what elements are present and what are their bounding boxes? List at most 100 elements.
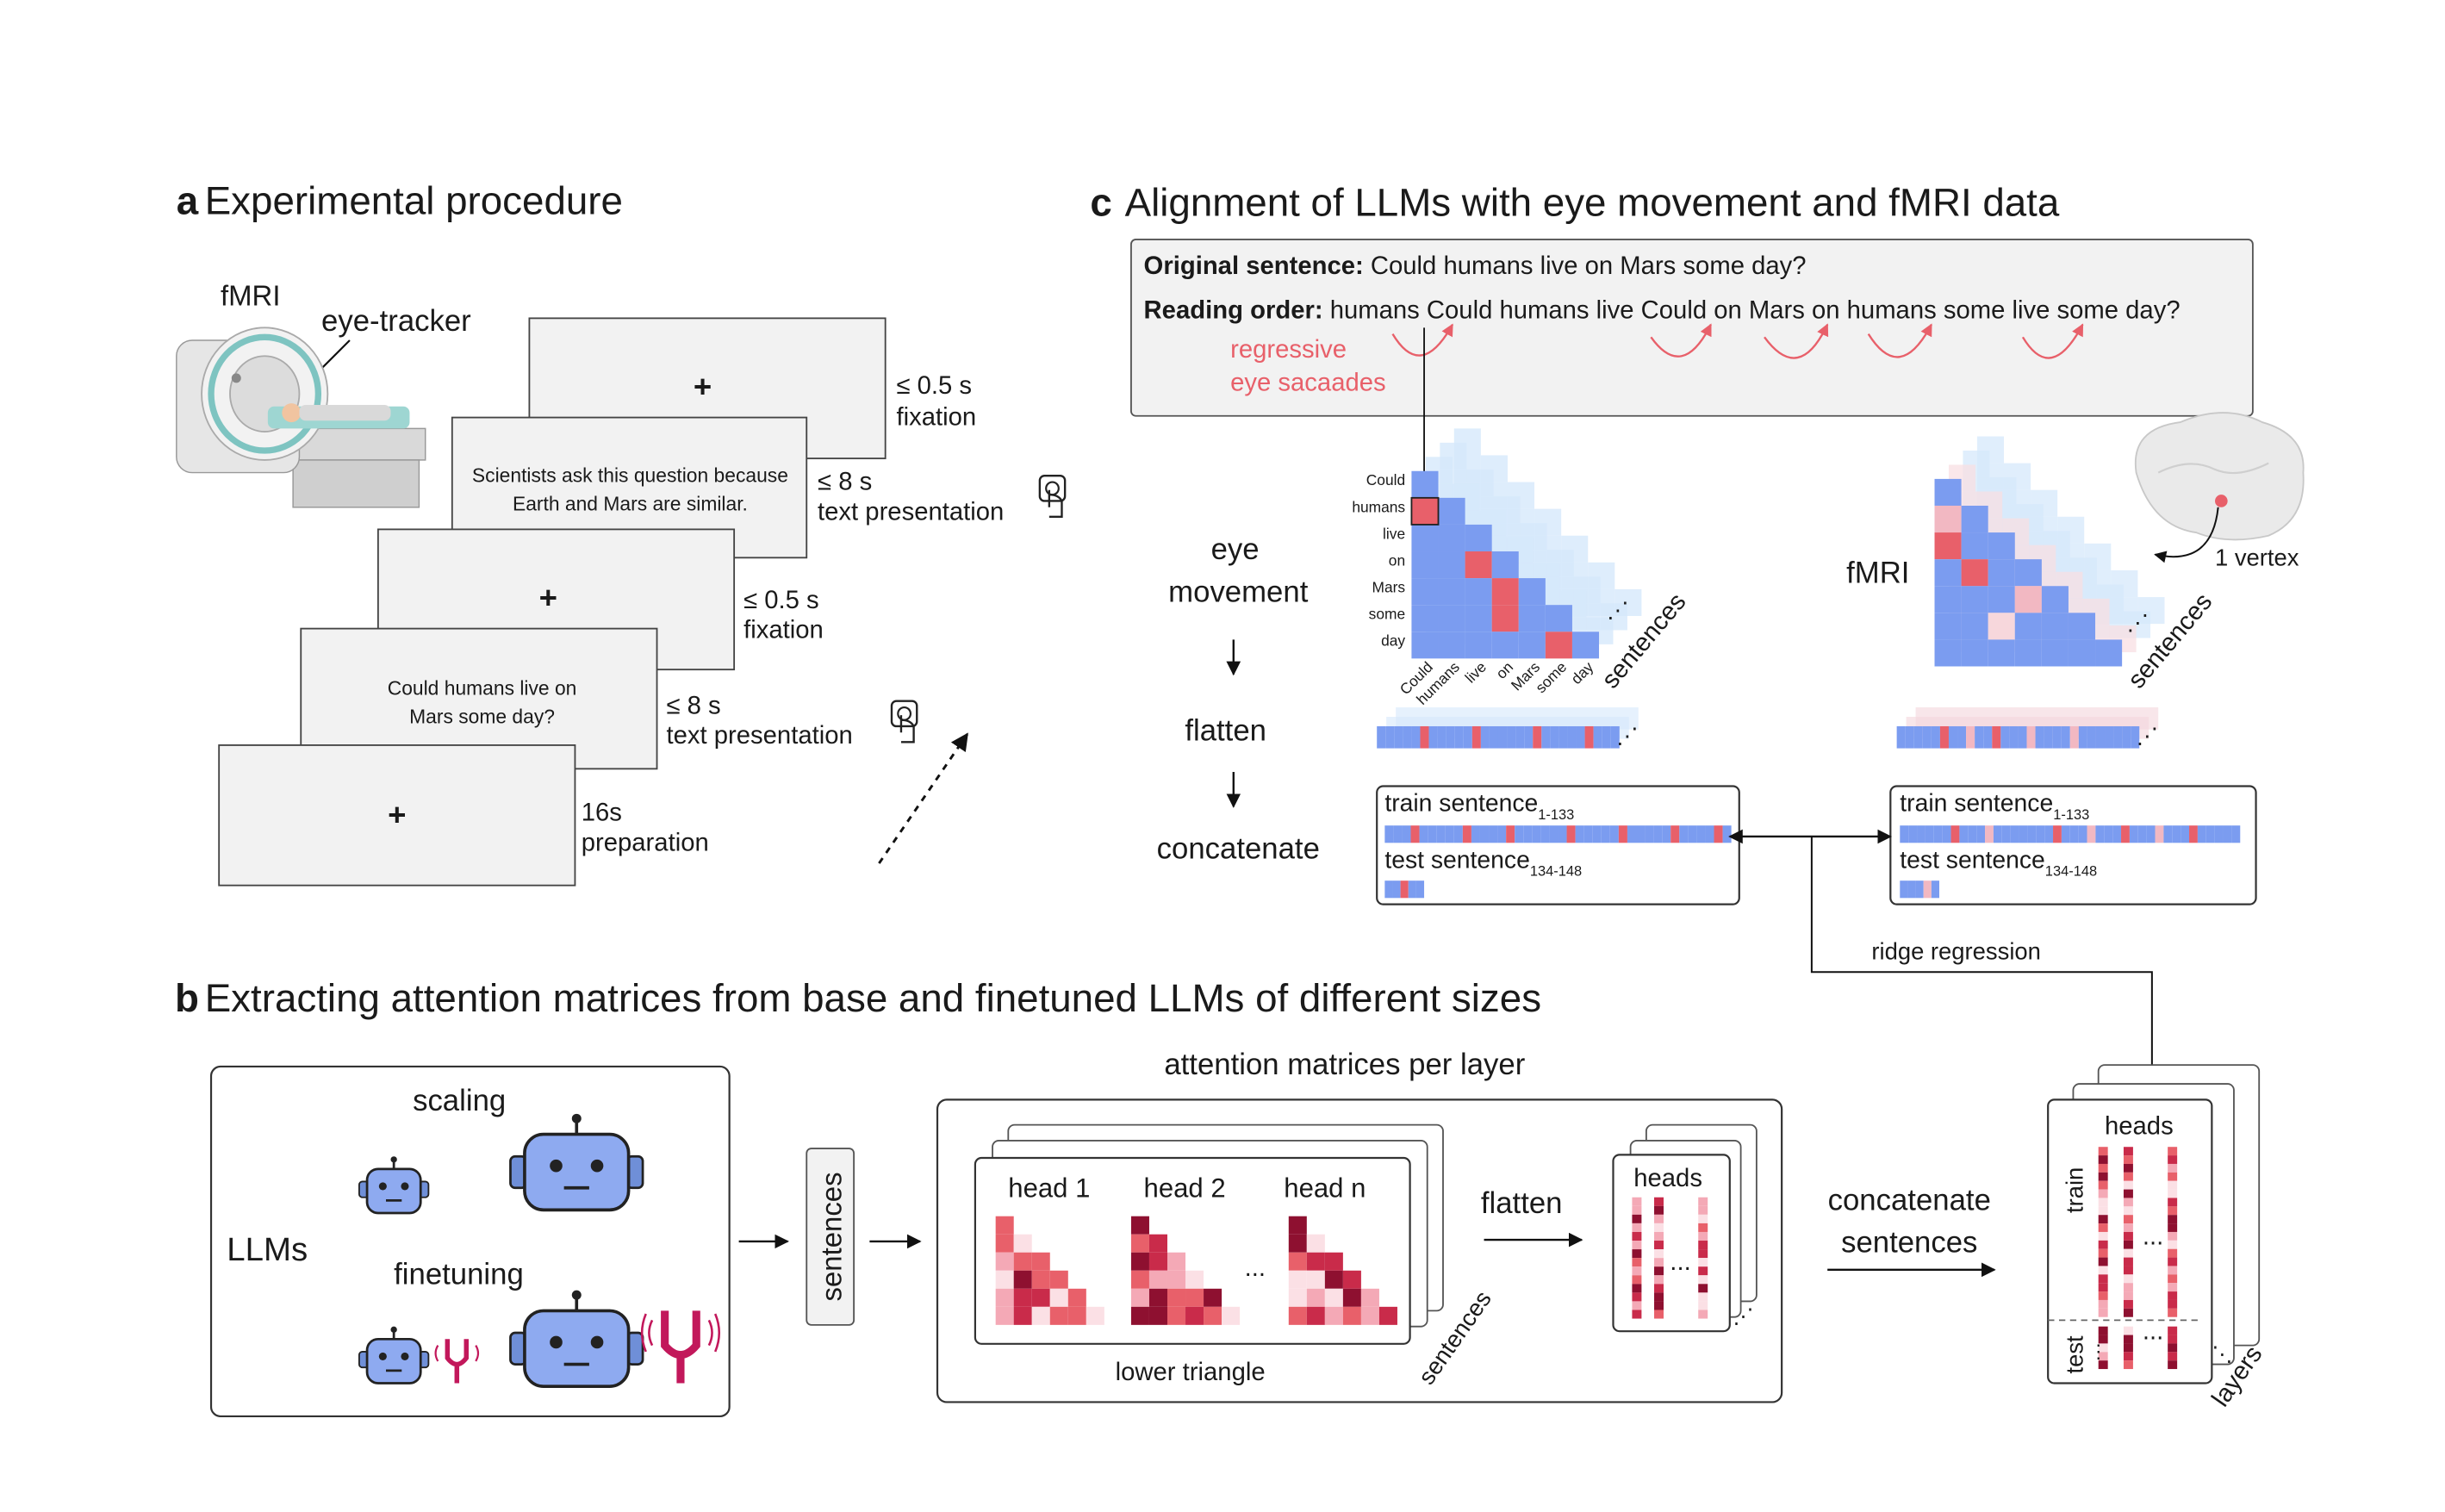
card-3-content: + bbox=[539, 580, 557, 615]
eye-test-bar bbox=[1384, 880, 1425, 899]
bar-cell bbox=[1392, 880, 1401, 899]
bar-cell bbox=[1917, 825, 1926, 843]
eye-flat-ellipsis: ⋰ bbox=[1616, 725, 1639, 749]
column-cell bbox=[2168, 1343, 2178, 1353]
regressive-line-2: eye sacaades bbox=[1230, 369, 1386, 396]
row-label-some: some bbox=[1369, 606, 1405, 623]
head-cell bbox=[1148, 1306, 1167, 1325]
vector-cell bbox=[1385, 725, 1395, 749]
column-cell bbox=[1698, 1231, 1708, 1241]
bar-cell bbox=[1445, 825, 1454, 843]
column-cell bbox=[2168, 1299, 2178, 1309]
fmri-label: fMRI bbox=[221, 280, 280, 312]
head-cell bbox=[1067, 1288, 1086, 1307]
bar-cell bbox=[2027, 825, 2037, 843]
head-cell bbox=[1049, 1270, 1068, 1289]
vector-cell bbox=[1497, 725, 1508, 749]
column-cell bbox=[2098, 1240, 2108, 1249]
matrix-cell bbox=[1465, 551, 1492, 579]
bar-cell bbox=[1931, 880, 1940, 899]
head-cell bbox=[1306, 1252, 1325, 1271]
ridge-label: ridge regression bbox=[1871, 938, 2041, 965]
vector-cell bbox=[1593, 725, 1602, 749]
column-cell bbox=[2123, 1266, 2133, 1275]
head-cell bbox=[1167, 1270, 1186, 1289]
ridge-connector bbox=[1728, 829, 2153, 1087]
matrix-cell bbox=[1411, 524, 1439, 552]
head-cell bbox=[1306, 1306, 1325, 1325]
column-cell bbox=[2123, 1155, 2133, 1164]
vector-cell bbox=[1931, 725, 1940, 749]
flatten-b-label: flatten bbox=[1481, 1187, 1563, 1220]
matrix-cell bbox=[1988, 559, 2015, 587]
column-cell bbox=[2098, 1335, 2108, 1344]
vector-cell bbox=[1403, 725, 1412, 749]
bar-cell bbox=[1415, 880, 1425, 899]
bar-cell bbox=[2214, 825, 2224, 843]
bar-cell bbox=[1653, 825, 1663, 843]
bar-cell bbox=[1976, 825, 1986, 843]
column-cell bbox=[2168, 1335, 2178, 1344]
concat-line-2: sentences bbox=[1841, 1227, 1977, 1260]
matrix-cell bbox=[1465, 524, 1492, 552]
column-cell bbox=[2098, 1155, 2108, 1164]
head-cell bbox=[1342, 1270, 1361, 1289]
bar-cell bbox=[2036, 825, 2045, 843]
head-cell bbox=[1013, 1270, 1032, 1289]
column-cell bbox=[2123, 1231, 2133, 1241]
matrix-cell bbox=[1961, 559, 1988, 587]
vector-cell bbox=[1507, 725, 1516, 749]
bar-cell bbox=[2205, 825, 2215, 843]
fmri-train-test-box: train sentence1-133 test sentence134-148 bbox=[1889, 785, 2257, 905]
fmri-attention-matrix bbox=[1934, 478, 2123, 667]
vector-cell bbox=[2087, 725, 2096, 749]
time-arrow bbox=[878, 732, 968, 864]
head-cell bbox=[1222, 1306, 1241, 1325]
column-cell bbox=[1654, 1258, 1664, 1267]
vector-cell bbox=[1610, 725, 1620, 749]
vector-cell bbox=[2113, 725, 2123, 749]
column-cell bbox=[2123, 1274, 2133, 1284]
column-cell bbox=[2168, 1223, 2178, 1232]
bar-cell bbox=[1583, 825, 1593, 843]
matrix-cell bbox=[2014, 639, 2042, 667]
heads-cols-ellipsis: ... bbox=[1670, 1248, 1690, 1276]
bar-cell bbox=[1393, 825, 1403, 843]
column-cell bbox=[2168, 1326, 2178, 1335]
vector-cell bbox=[2069, 725, 2079, 749]
eye-train-label: train sentence1-133 bbox=[1384, 790, 1574, 823]
head-cell bbox=[1167, 1252, 1186, 1271]
row-label-humans: humans bbox=[1352, 498, 1405, 515]
bar-cell bbox=[1479, 825, 1490, 843]
card-2-line-2: Earth and Mars are similar. bbox=[513, 492, 748, 514]
card-5-label: preparation bbox=[582, 829, 709, 856]
head-cell bbox=[1360, 1306, 1379, 1325]
column-cell bbox=[2098, 1248, 2108, 1258]
column-cell bbox=[2123, 1308, 2133, 1317]
column-cell bbox=[1654, 1275, 1664, 1285]
small-finetuned-robot-icon bbox=[358, 1326, 430, 1384]
matrix-cell bbox=[1465, 578, 1492, 606]
concat-line-1: concatenate bbox=[1828, 1184, 1991, 1216]
eye-attention-matrix bbox=[1410, 470, 1600, 659]
small-tuning-fork-icon bbox=[434, 1339, 480, 1384]
vector-cell bbox=[1896, 725, 1906, 749]
head-cell bbox=[1031, 1252, 1050, 1271]
column-cell bbox=[2098, 1343, 2108, 1353]
vector-cell bbox=[1550, 725, 1559, 749]
matrix-cell bbox=[1465, 605, 1492, 632]
bar-cell bbox=[1489, 825, 1498, 843]
column-cell bbox=[1632, 1249, 1642, 1259]
fmri-train-label: train sentence1-133 bbox=[1900, 790, 2089, 823]
vector-cell bbox=[1454, 725, 1464, 749]
bar-cell bbox=[2061, 825, 2070, 843]
head-cell bbox=[1324, 1288, 1343, 1307]
bar-cell bbox=[1900, 825, 1909, 843]
layer-test-ellipsis: ... bbox=[2143, 1317, 2163, 1345]
matrix-cell bbox=[1571, 632, 1600, 659]
large-finetuned-robot-icon bbox=[509, 1290, 644, 1388]
vector-cell bbox=[2095, 725, 2106, 749]
bar-cell bbox=[2172, 825, 2181, 843]
column-cell bbox=[2123, 1240, 2133, 1249]
bar-cell bbox=[1532, 825, 1541, 843]
